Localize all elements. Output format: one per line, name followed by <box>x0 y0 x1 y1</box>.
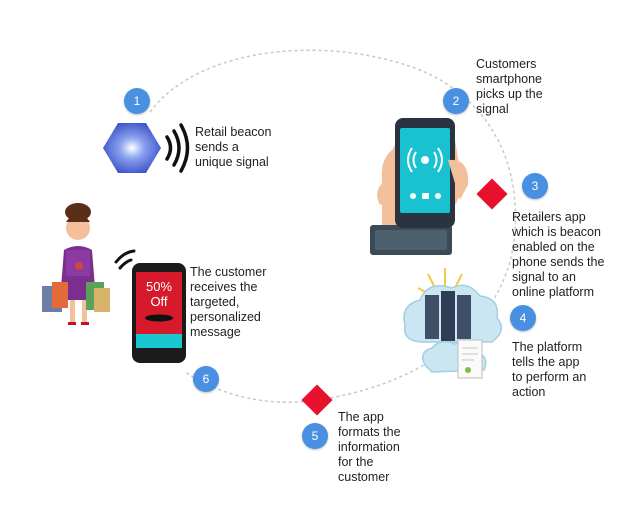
step-2-caption: Customers smartphone picks up the signal <box>476 57 543 116</box>
step-3-caption: Retailers app which is beacon enabled on… <box>512 210 605 299</box>
cloud-server-icon <box>403 268 503 379</box>
signal-waves-icon <box>114 249 136 270</box>
step-4-caption: The platform tells the app to perform an… <box>512 340 587 399</box>
step-4-badge: 4 <box>510 305 536 331</box>
step-1-caption: Retail beacon sends a unique signal <box>195 125 272 169</box>
step-1-badge: 1 <box>124 88 150 114</box>
woman-shopper-icon <box>42 203 110 325</box>
process-cycle-path <box>149 49 517 403</box>
offer-text: 50% Off <box>136 279 182 309</box>
step-2-badge: 2 <box>443 88 469 114</box>
red-diamond-icon <box>476 178 508 210</box>
step-5-badge: 5 <box>302 423 328 449</box>
step-6-caption: The customer receives the targeted, pers… <box>190 265 267 339</box>
offer-phone-icon <box>132 263 186 363</box>
hand-holding-phone-icon <box>370 118 469 255</box>
offer-off: Off <box>150 294 168 309</box>
red-diamond-icon <box>301 384 333 416</box>
step-5-caption: The app formats the information for the … <box>338 410 401 484</box>
offer-percent: 50% <box>145 279 173 294</box>
hexagon-beacon-icon <box>103 123 161 173</box>
step-3-badge: 3 <box>522 173 548 199</box>
signal-waves-icon <box>165 123 190 173</box>
step-6-badge: 6 <box>193 366 219 392</box>
